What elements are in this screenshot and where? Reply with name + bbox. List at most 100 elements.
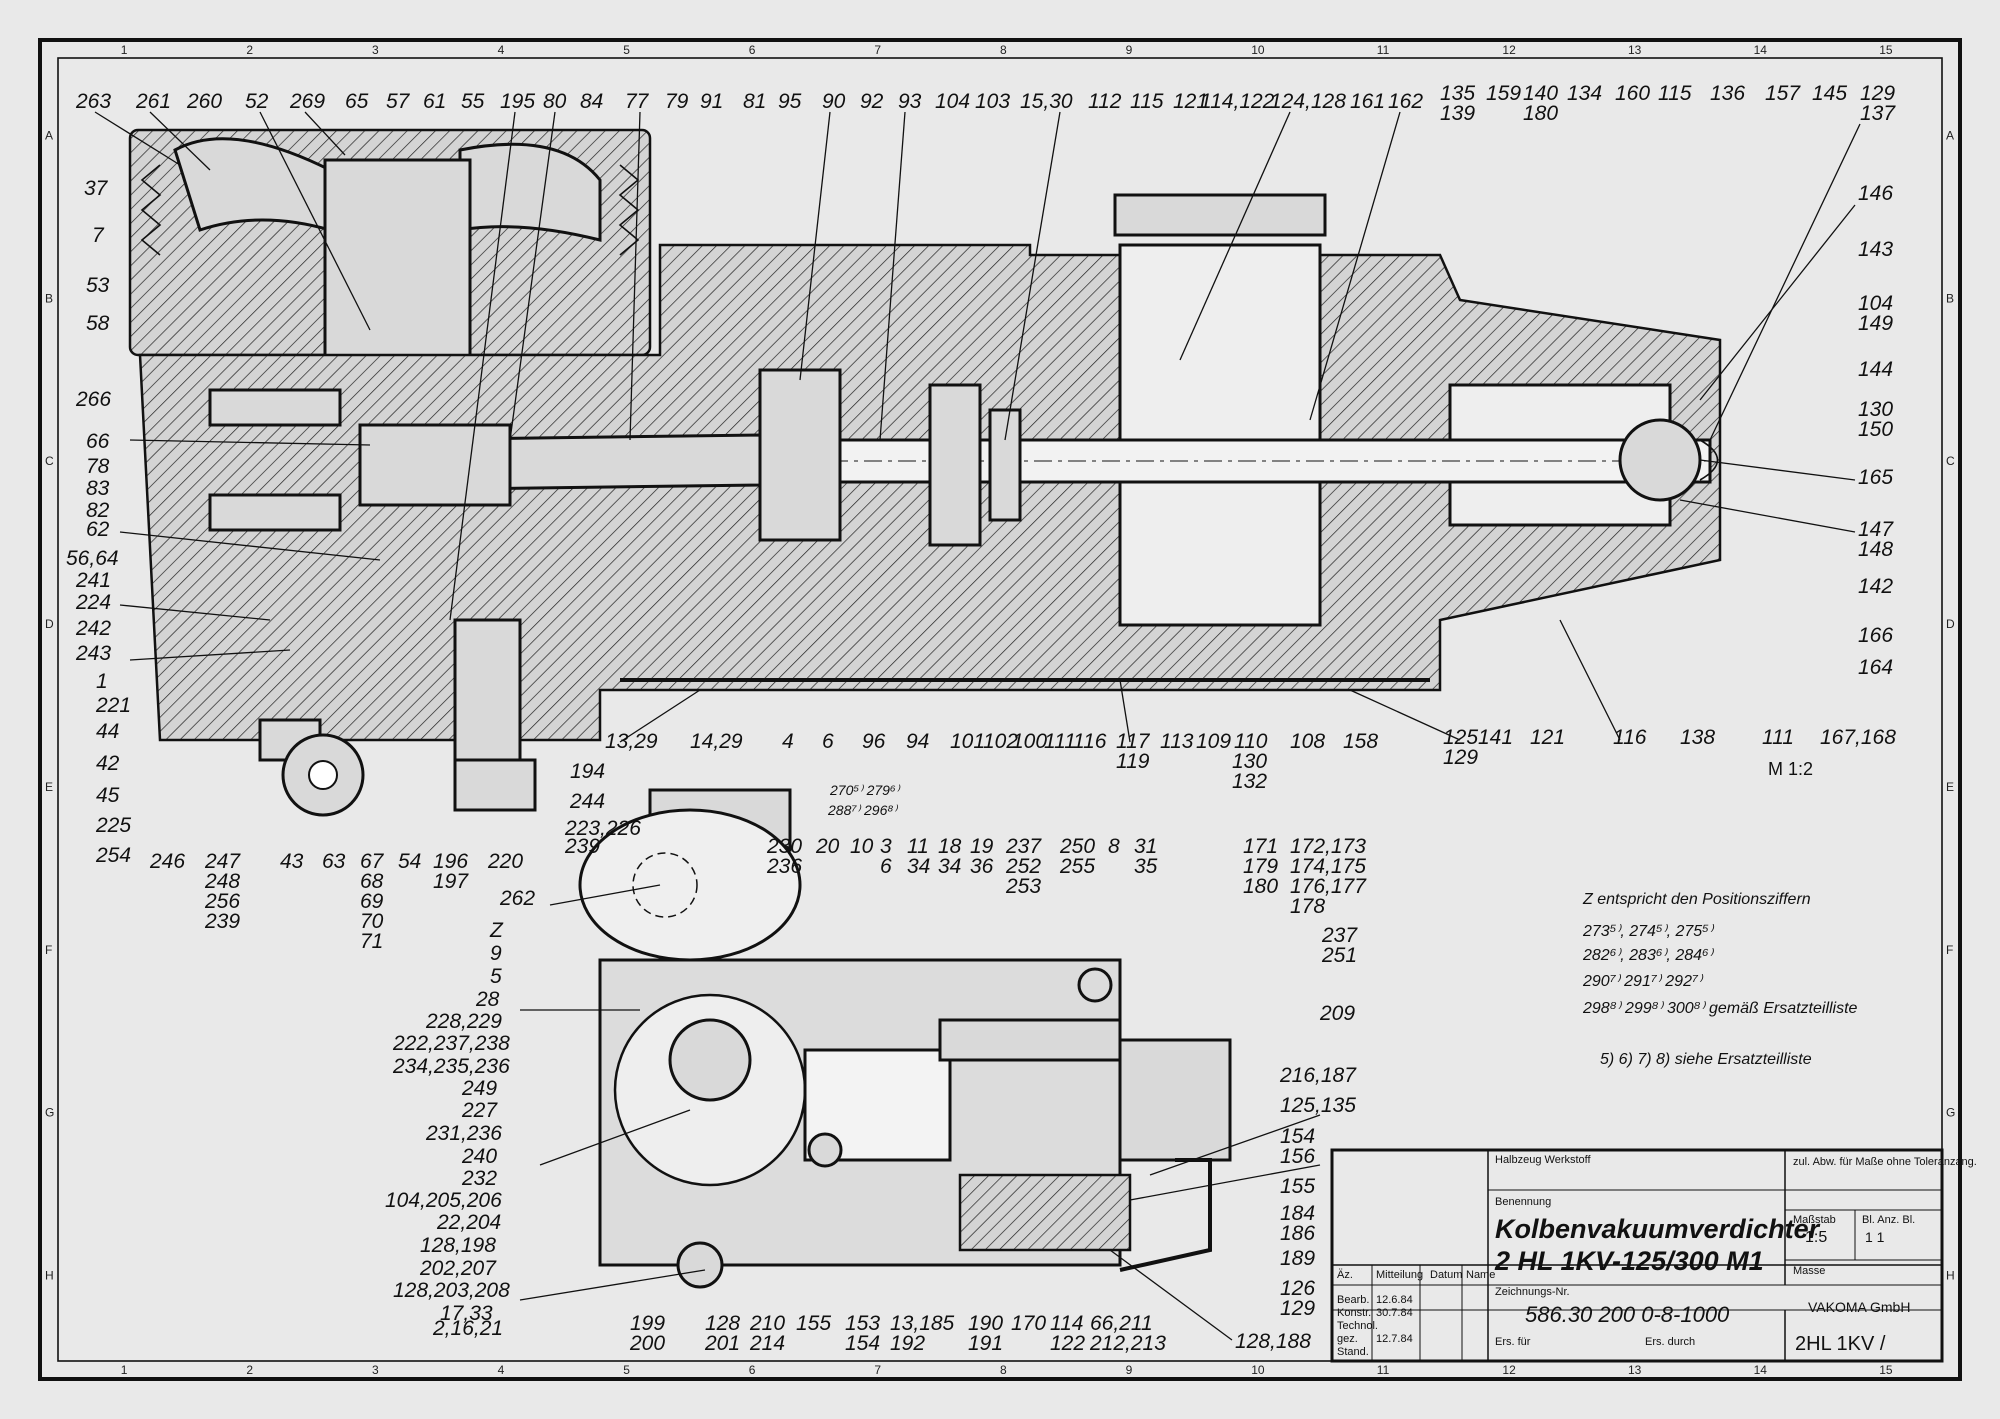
label-top: 84 [580, 90, 603, 113]
label-top: 140 [1523, 82, 1558, 105]
tb-sheet: 1 1 [1865, 1229, 1885, 1245]
label-bottom: 113 [1160, 730, 1194, 753]
label-lower-left-view: 231,236 [425, 1122, 502, 1145]
tb-signoff-date: 12.7.84 [1376, 1333, 1413, 1345]
label-lower-left-view: Z [489, 919, 504, 942]
side-cover [1118, 1038, 1232, 1162]
grid-col-marker: 8 [1000, 1363, 1007, 1377]
label-lower-top: 171 [1243, 835, 1278, 858]
label-left: 82 [86, 499, 110, 522]
label-right: 104 [1858, 292, 1893, 315]
outlet-pipe [1119, 1158, 1212, 1272]
label-right: 143 [1858, 238, 1893, 261]
label-lower-left-view: 104,205,206 [385, 1189, 502, 1212]
label-lower-top: 35 [1134, 855, 1158, 878]
grid-row-marker: G [1946, 1106, 1955, 1120]
grid-col-marker: 11 [1377, 1363, 1390, 1377]
label-right: 164 [1858, 656, 1893, 679]
label-lower-right-view: 129 [1280, 1297, 1315, 1320]
label-left: 241 [75, 569, 111, 592]
grid-col-marker: 2 [246, 1363, 253, 1377]
label-lower-left: 247 [204, 850, 241, 873]
label-lower-left-view: 128,198 [420, 1234, 496, 1257]
note-line: 298⁸⁾ 299⁸⁾ 300⁸⁾ gemäß Ersatzteilliste [1582, 1000, 1858, 1017]
label-top: 104 [935, 90, 970, 113]
label-bottom: 101 [950, 730, 985, 753]
label-lower-bottom: 128 [705, 1312, 740, 1335]
label-lower-left-view: 249 [461, 1077, 497, 1100]
label-top: 145 [1812, 82, 1847, 105]
label-lower-left: 68 [360, 870, 384, 893]
label-top: 55 [461, 90, 485, 113]
tb-model-short: 2HL 1KV / [1795, 1333, 1886, 1355]
label-top: 77 [625, 90, 650, 113]
tb-material-label: Halbzeug Werkstoff [1495, 1154, 1592, 1166]
lifting-eye [1077, 967, 1113, 1003]
grid-row-marker: G [45, 1106, 54, 1120]
label-top: 124,128 [1270, 90, 1346, 113]
label-lower-top: 174,175 [1290, 855, 1366, 878]
tb-drawing-no: 586.30 200 0-8-1000 [1525, 1302, 1730, 1327]
note-line: 273⁵⁾, 274⁵⁾, 275⁵⁾ [1582, 923, 1715, 940]
label-top: 79 [665, 90, 689, 113]
label-lower-right-view: 216,187 [1279, 1064, 1357, 1087]
label-top: 95 [778, 90, 802, 113]
label-bottom: 110 [1234, 730, 1268, 753]
valve-block [958, 1173, 1132, 1252]
label-bottom: 4 [782, 730, 794, 753]
label-lower-top: 178 [1290, 895, 1325, 918]
label-lower-bottom: 190 [968, 1312, 1003, 1335]
piston-pin-upper [208, 388, 342, 427]
label-top: 93 [898, 90, 922, 113]
label-lower-right-view: 128,188 [1235, 1330, 1311, 1353]
grid-row-marker: B [45, 291, 53, 305]
label-lower-bottom: 13,185 [890, 1312, 955, 1335]
grid-col-marker: 13 [1628, 43, 1642, 57]
tb-replacement-for: Ers. für [1495, 1336, 1531, 1348]
note-line: 5) 6) 7) 8) siehe Ersatzteilliste [1600, 1051, 1812, 1068]
label-lower-left: 196 [433, 850, 468, 873]
grid-row-marker: H [45, 1269, 54, 1283]
tb-signoff-role: Bearb. [1337, 1294, 1369, 1306]
grid-row-marker: C [45, 454, 54, 468]
label-bottom: 121 [1530, 726, 1565, 749]
tb-rev-col: Name [1466, 1269, 1495, 1281]
tb-rev-col: Mitteilung [1376, 1269, 1423, 1281]
label-right: 150 [1858, 418, 1893, 441]
label-top: 159 [1486, 82, 1521, 105]
label-lower-left-view: 17,33 [440, 1302, 493, 1325]
title-block: Halbzeug Werkstoff zul. Abw. für Maße oh… [1330, 1148, 1977, 1363]
label-top: 90 [822, 90, 846, 113]
label-lower-left-view: 222,237,238 [392, 1032, 510, 1055]
label-bottom: 132 [1232, 770, 1267, 793]
label-lower-top: 179 [1243, 855, 1278, 878]
label-lower-bottom: 122 [1050, 1332, 1085, 1355]
tb-signoff-date: 12.6.84 [1376, 1294, 1413, 1306]
label-top: 269 [289, 90, 325, 113]
tb-rev-col: Datum [1430, 1269, 1462, 1281]
label-left: 221 [95, 694, 131, 717]
label-right: 147 [1858, 518, 1894, 541]
grid-col-marker: 1 [121, 1363, 128, 1377]
label-top: 15,30 [1020, 90, 1073, 113]
label-bottom: 96 [862, 730, 886, 753]
label-lower-left: 69 [360, 890, 384, 913]
grid-col-marker: 15 [1879, 43, 1893, 57]
label-top: 157 [1765, 82, 1801, 105]
drain-plug [676, 1241, 724, 1289]
inner-frame [57, 57, 1943, 1362]
grid-col-marker: 7 [874, 1363, 881, 1377]
grid-row-marker: A [45, 128, 53, 142]
label-left: 56,64 [66, 547, 119, 570]
label-top: 103 [975, 90, 1010, 113]
label-top: 261 [135, 90, 171, 113]
label-right: 149 [1858, 312, 1893, 335]
label-bottom: 13,29 [605, 730, 658, 753]
label-top: 136 [1710, 82, 1745, 105]
label-left: 1 [96, 670, 108, 693]
inner-chamber [803, 1048, 952, 1162]
grid-col-marker: 9 [1126, 43, 1133, 57]
bearing-right [988, 408, 1022, 522]
